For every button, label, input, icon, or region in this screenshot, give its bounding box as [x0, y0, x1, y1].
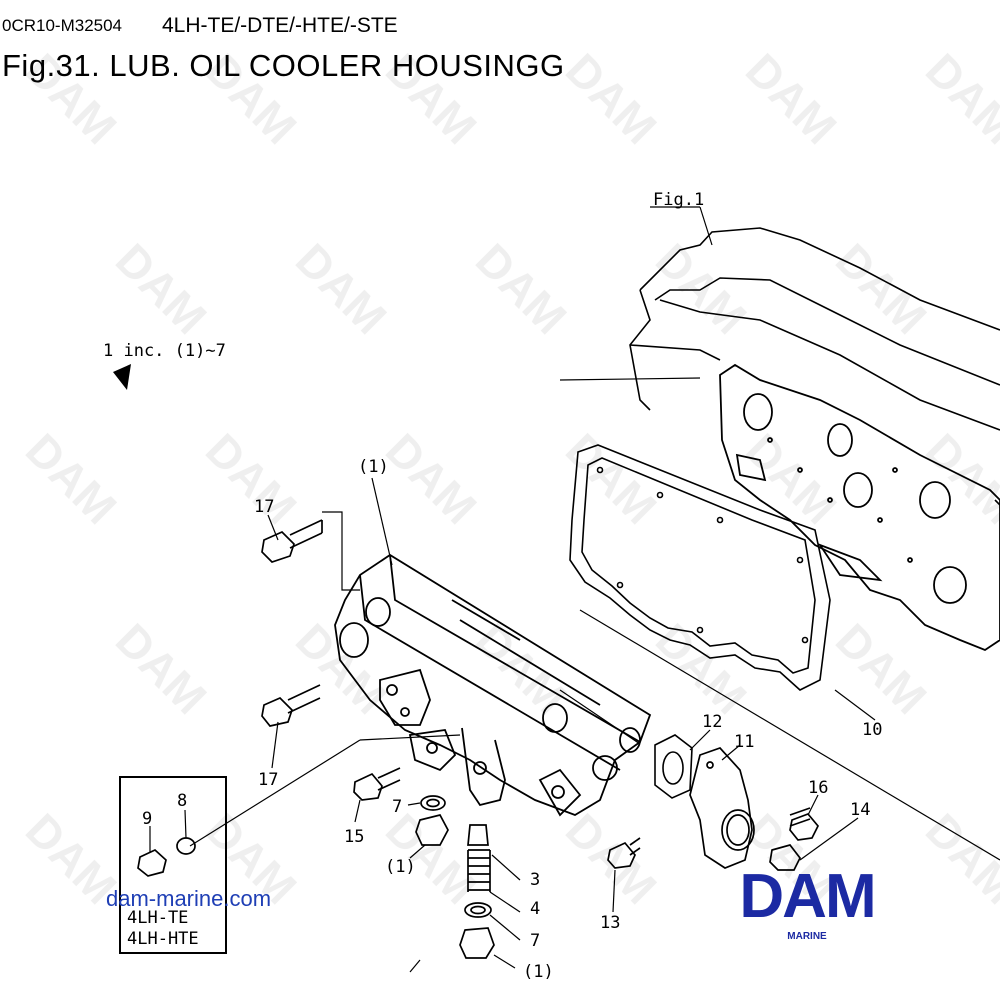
watermark-text: DAM [736, 423, 847, 534]
watermark-text: DAM [916, 43, 1000, 154]
callout-1-upper-plug: (1) [385, 857, 416, 877]
watermark-text: DAM [736, 43, 847, 154]
inset-model-2: 4LH-HTE [127, 929, 199, 949]
engine-models: 4LH-TE/-DTE/-HTE/-STE [162, 14, 398, 37]
note-pointer-icon [113, 364, 131, 390]
assembly-note: 1 inc. (1)∼7 [103, 341, 226, 361]
watermark-text: DAM [466, 613, 577, 724]
joint-gasket-12 [654, 734, 693, 799]
engine-block [579, 227, 1000, 861]
callout-14: 14 [850, 800, 870, 820]
watermark-text: DAM [556, 43, 667, 154]
callout-17-lower: 17 [258, 770, 278, 790]
callout-12: 12 [702, 712, 722, 732]
watermark-text: DAM [16, 43, 127, 154]
dam-logo-subtitle: MARINE [787, 931, 827, 942]
watermark-text: DAM [106, 613, 217, 724]
callout-4: 4 [530, 899, 540, 919]
cooler-mounting-face [719, 363, 1000, 652]
watermark-text: DAM [286, 233, 397, 344]
callout-1-housing: (1) [358, 457, 389, 477]
watermark-text: DAM [466, 233, 577, 344]
variant-inset-box [119, 776, 227, 954]
water-pipe-11 [689, 747, 755, 869]
bolts-and-fittings [137, 519, 820, 959]
watermark-text: DAM [376, 43, 487, 154]
callout-16: 16 [808, 778, 828, 798]
callout-15: 15 [344, 827, 364, 847]
website-link[interactable]: dam-marine.com [106, 886, 272, 911]
watermark-text: DAM [826, 613, 937, 724]
cooler-housing-1 [334, 553, 652, 817]
callout-11: 11 [734, 732, 754, 752]
callout-13: 13 [600, 913, 620, 933]
callout-3: 3 [530, 870, 540, 890]
watermark-text: DAM [646, 613, 757, 724]
watermark-text: DAM [376, 423, 487, 534]
gasket-10 [569, 444, 831, 691]
watermark-text: DAM [106, 233, 217, 344]
watermark-text: DAM [916, 423, 1000, 534]
watermark-text: DAM [16, 423, 127, 534]
watermark-text: DAM [556, 803, 667, 914]
callout-1-lower-plug: (1) [523, 962, 554, 982]
callout-10: 10 [862, 720, 882, 740]
figure-title: Fig.31. LUB. OIL COOLER HOUSINGG [2, 48, 565, 83]
figure-reference: Fig.1 [653, 190, 704, 210]
callout-7-upper: 7 [392, 797, 402, 817]
dam-logo: DAM [739, 862, 876, 931]
callout-8: 8 [177, 791, 187, 811]
callout-7-lower: 7 [530, 931, 540, 951]
document-code: 0CR10-M32504 [2, 16, 123, 35]
watermark-layer: DAM DAM DAM DAM DAM DAM DAM DAM DAM DAM DAM DAM DAM D… [16, 43, 1000, 914]
watermark-text: DAM [916, 803, 1000, 914]
callout-17-upper: 17 [254, 497, 274, 517]
watermark-text: DAM [826, 233, 937, 344]
watermark-text: DAM [196, 43, 307, 154]
watermark-text: DAM [196, 423, 307, 534]
callout-9: 9 [142, 809, 152, 829]
inset-model-1: 4LH-TE [127, 908, 188, 928]
leader-lines [149, 206, 876, 973]
